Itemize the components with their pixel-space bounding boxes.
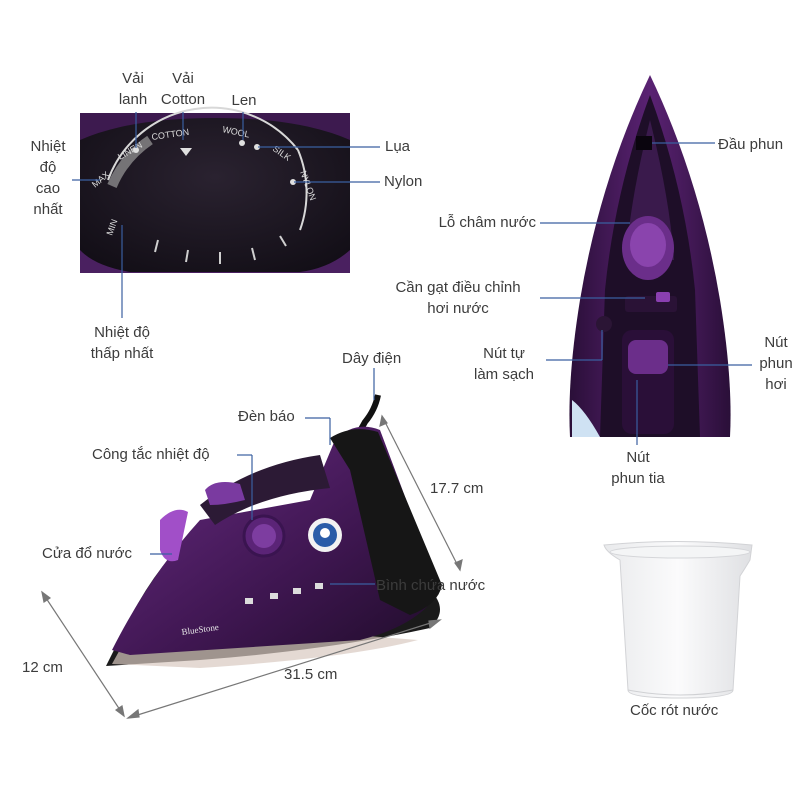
dial-leader-lines <box>72 112 380 318</box>
label-max-temperature: Nhiệt độ cao nhất <box>30 138 66 218</box>
label-steam-button: Nút phun hơi <box>759 334 793 393</box>
label-nozzle: Đầu phun <box>718 136 784 153</box>
dimension-width: 12 cm <box>22 659 63 676</box>
label-water-inlet: Lỗ châm nước <box>438 214 536 231</box>
label-temperature-switch: Công tắc nhiệt độ <box>92 446 210 463</box>
label-nylon: Nylon <box>384 173 423 190</box>
label-cotton-fabric: Vải Cotton <box>160 70 206 108</box>
label-spray-button: Nút phun tia <box>611 449 665 487</box>
top-view-leader-lines <box>540 142 752 445</box>
label-indicator-light: Đèn báo <box>238 408 295 425</box>
measuring-cup-photo <box>603 541 753 699</box>
label-cool-fabric: Vải lanh <box>118 70 148 108</box>
side-view-leader-lines <box>150 368 375 585</box>
label-water-tank: Bình chứa nước <box>376 577 486 594</box>
label-measuring-cup: Cốc rót nước <box>630 702 719 719</box>
label-power-cord: Dây điện <box>342 350 402 367</box>
dimension-lines <box>41 414 463 719</box>
label-silk: Lụa <box>385 138 411 155</box>
label-min-temperature: Nhiệt độ thấp nhất <box>90 324 154 362</box>
label-water-fill-door: Cửa đổ nước <box>42 545 132 562</box>
iron-top-view-photo <box>569 75 731 437</box>
label-wool: Len <box>231 92 257 109</box>
dimension-height: 17.7 cm <box>430 480 484 497</box>
dimension-length: 31.5 cm <box>284 666 338 683</box>
label-self-clean-button: Nút tự làm sạch <box>473 345 535 383</box>
iron-side-view-photo: BlueStone <box>106 394 442 668</box>
temperature-dial-photo: MAX LINEN COTTON WOOL SILK NYLON MIN <box>80 106 350 273</box>
label-steam-lever: Cần gạt điều chỉnh hơi nước <box>395 279 521 317</box>
